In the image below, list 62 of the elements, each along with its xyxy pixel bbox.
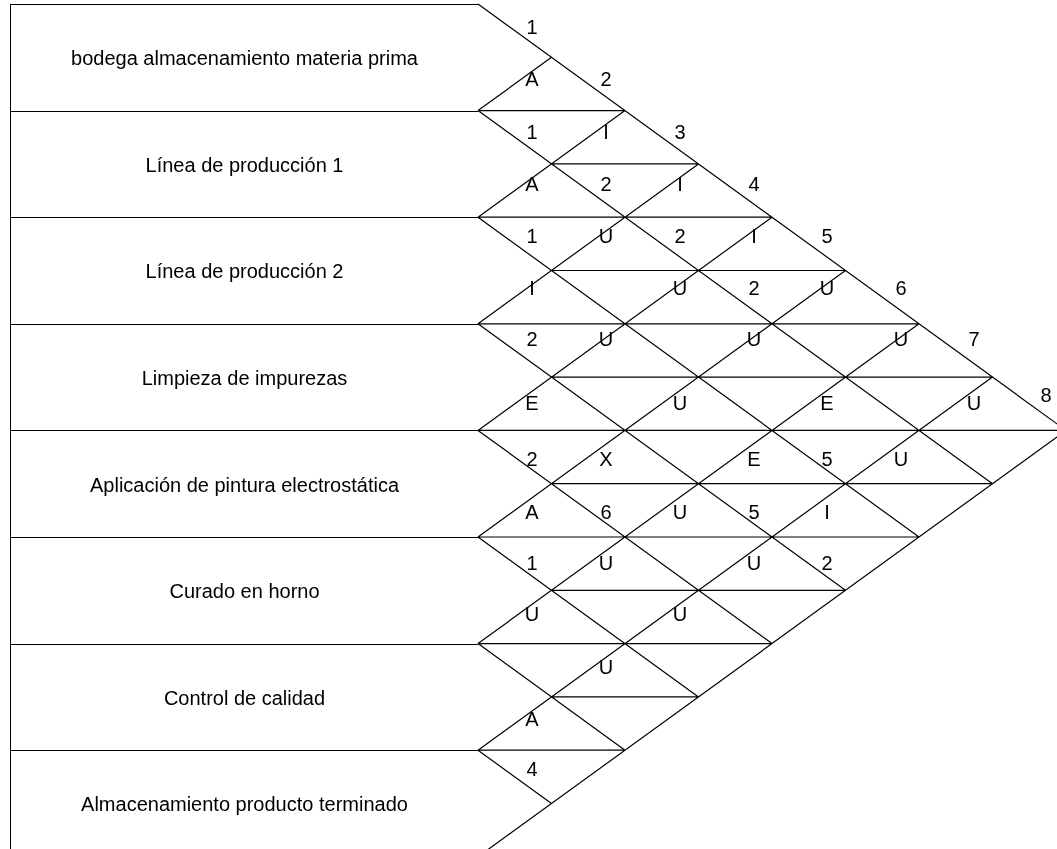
department-row: [10, 323, 478, 432]
relationship-code: I: [751, 225, 757, 247]
relationship-code: 1: [526, 552, 538, 574]
relationship-code: 2: [600, 173, 612, 195]
relationship-code: 1: [526, 225, 538, 247]
relationship-code: A: [525, 708, 539, 730]
department-row: [10, 750, 478, 849]
relationship-code: 2: [748, 277, 760, 299]
relationship-code: U: [672, 603, 688, 625]
relationship-code: 6: [600, 501, 612, 523]
relationship-code: U: [893, 448, 909, 470]
relationship-code: 2: [526, 328, 538, 350]
department-row: [10, 643, 478, 752]
relationship-code: 5: [821, 448, 833, 470]
relationship-code: U: [598, 552, 614, 574]
relationship-code: 5: [748, 501, 760, 523]
relationship-code: U: [672, 392, 688, 414]
relationship-code: U: [672, 501, 688, 523]
row-number: 6: [895, 277, 907, 299]
relationship-code: U: [966, 392, 982, 414]
relationship-code: A: [525, 501, 539, 523]
department-name: Aplicación de pintura electrostática: [89, 472, 400, 498]
department-name: Almacenamiento producto terminado: [81, 792, 408, 818]
relationship-code: 1: [526, 121, 538, 143]
relationship-code: 2: [526, 448, 538, 470]
department-name: bodega almacenamiento materia prima: [71, 46, 418, 72]
department-name: Limpieza de impurezas: [141, 366, 348, 392]
department-name: Control de calidad: [163, 685, 326, 711]
row-number: 1: [526, 16, 538, 38]
relationship-code: U: [746, 552, 762, 574]
department-name: Curado en horno: [169, 579, 320, 605]
department-name: Línea de producción 1: [145, 152, 344, 178]
relationship-code: 4: [526, 758, 538, 780]
relationship-code: U: [598, 656, 614, 678]
department-row: [10, 217, 478, 325]
relationship-code: 2: [674, 225, 686, 247]
row-number: 3: [674, 121, 686, 143]
department-name: Línea de producción 2: [145, 259, 344, 285]
relationship-code: A: [525, 173, 539, 195]
relationship-code: U: [819, 277, 835, 299]
relationship-code: X: [599, 448, 613, 470]
relationship-code: E: [747, 448, 761, 470]
department-row: [10, 4, 478, 112]
row-number: 8: [1040, 384, 1052, 406]
relationship-code: I: [824, 501, 830, 523]
relationship-code: I: [529, 277, 535, 299]
relationship-code: E: [820, 392, 834, 414]
row-number: 2: [600, 68, 612, 90]
department-row: [10, 537, 478, 645]
relationship-code: 2: [821, 552, 833, 574]
row-number: 7: [968, 328, 980, 350]
row-number: 5: [821, 225, 833, 247]
relationship-code: U: [524, 603, 540, 625]
relationship-code: I: [603, 121, 609, 143]
relationship-code: A: [525, 68, 539, 90]
relationship-code: U: [672, 277, 688, 299]
department-row: [10, 430, 478, 538]
relationship-code: E: [525, 392, 539, 414]
department-row: [10, 110, 478, 219]
relationship-code: I: [677, 173, 683, 195]
row-number: 4: [748, 173, 760, 195]
relationship-code: U: [598, 225, 614, 247]
